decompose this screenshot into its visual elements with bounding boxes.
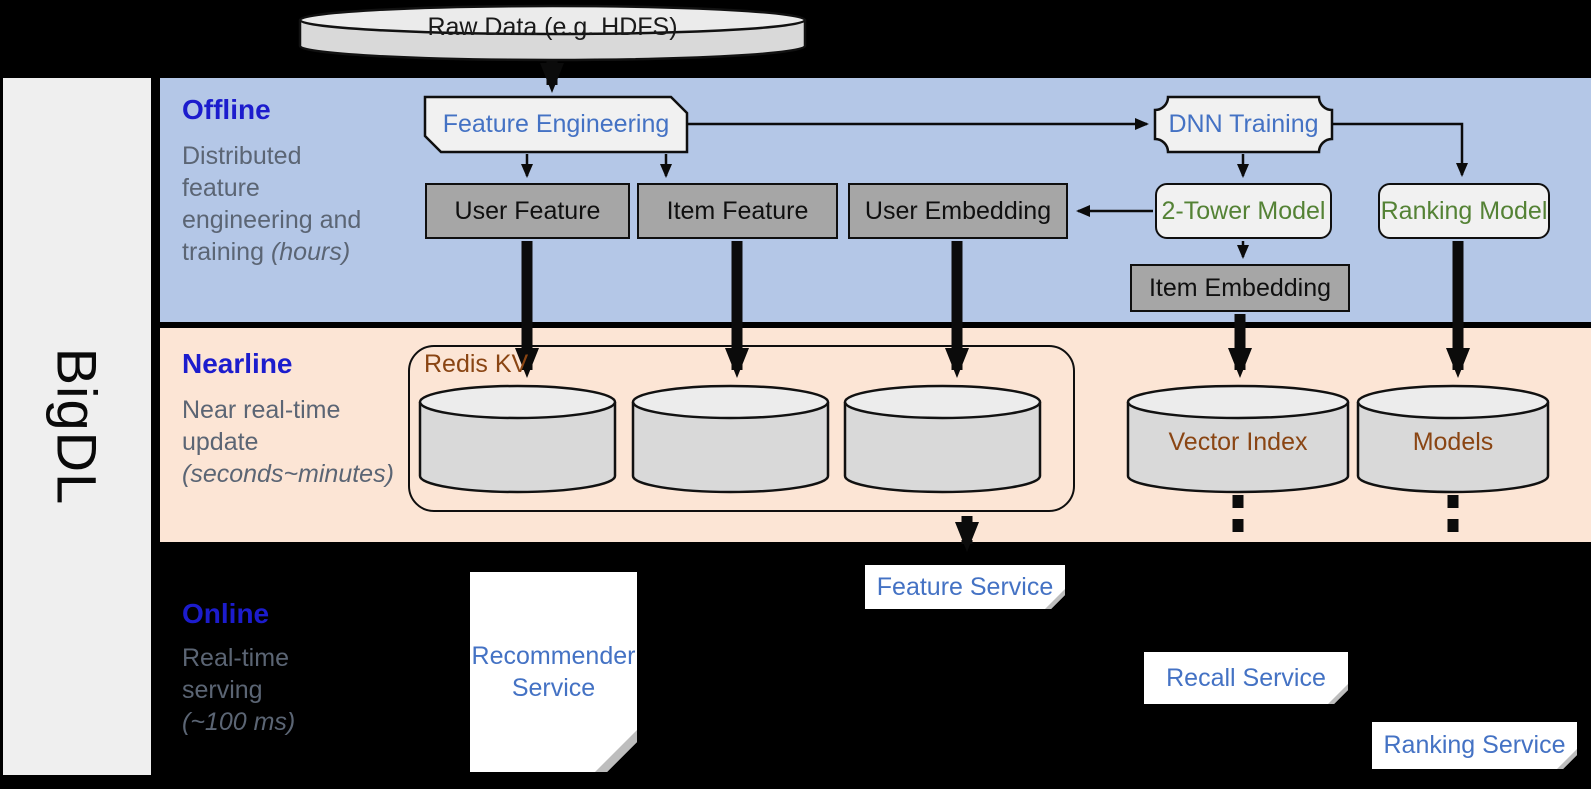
models-label: Models [1412,427,1494,456]
two-tower-model-node: 2-Tower Model [1155,183,1332,239]
recall-service-node: Recall Service [1144,652,1348,704]
ranking-service-node: Ranking Service [1372,722,1577,769]
feature-service-label: Feature Service [876,572,1054,601]
item-feature-node: Item Feature [637,183,838,239]
online-subtitle-text: Real-time serving [182,644,289,704]
nearline-subtitle-note: (seconds~minutes) [182,460,394,488]
nearline-title: Nearline [182,348,293,379]
item-embedding-node: Item Embedding [1130,264,1350,312]
bigdl-sidebar: BigDL [3,78,151,775]
feature-engineering-node: Feature Engineering [442,110,670,138]
online-subtitle: Real-time serving (~100 ms) [182,642,437,738]
nearline-subtitle: Near real-time update (seconds~minutes) [182,394,437,490]
online-subtitle-note: (~100 ms) [182,708,296,736]
redis-kv-label: Redis KV [424,350,529,378]
recommender-service-node: Recommender Service [470,572,637,772]
feature-service-node: Feature Service [865,565,1065,609]
user-feature-node: User Feature [425,183,630,239]
offline-subtitle-text: Distributed feature engineering and trai… [182,142,362,266]
page-fold [1326,682,1350,706]
recall-service-label: Recall Service [1166,663,1326,692]
nearline-subtitle-text: Near real-time update [182,396,341,456]
online-title: Online [182,598,270,629]
ranking-model-node: Ranking Model [1378,183,1550,239]
recommender-service-label: Recommender Service [471,641,636,702]
offline-title: Offline [182,94,271,125]
dnn-training-node: DNN Training [1168,110,1319,138]
user-embedding-node: User Embedding [848,183,1068,239]
raw-data-label: Raw Data (e.g. HDFS) [427,12,678,41]
vector-index-label: Vector Index [1168,427,1308,456]
offline-subtitle: Distributed feature engineering and trai… [182,140,437,268]
page-fold [593,728,639,774]
bigdl-logo-text: BigDL [45,347,109,506]
ranking-service-label: Ranking Service [1383,731,1566,759]
offline-subtitle-note: (hours) [270,238,351,266]
